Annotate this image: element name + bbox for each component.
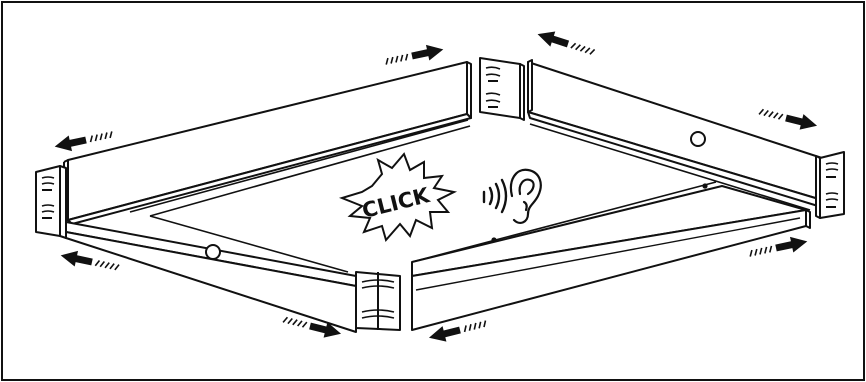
sound-wave-icon (482, 178, 508, 214)
corner-bracket-bottom (355, 271, 401, 331)
left-floor-lines (129, 119, 471, 273)
corner-bracket-top (479, 57, 525, 121)
starburst-icon: CLICK (338, 152, 458, 243)
top-right-rail (527, 59, 823, 207)
corner-bracket-right (815, 151, 845, 219)
corner-bracket-left (35, 165, 67, 239)
ear-icon (509, 168, 542, 224)
bottom-right-rail (411, 185, 811, 331)
